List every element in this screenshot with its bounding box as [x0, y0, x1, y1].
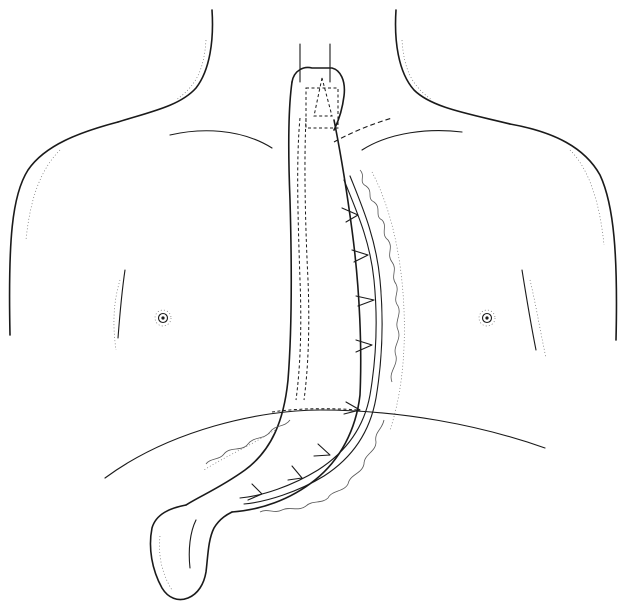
left-shoulder-outline: [10, 122, 118, 335]
left-nipple: [155, 310, 171, 326]
neck-outline-right: [396, 10, 510, 124]
clavicle-left: [170, 131, 272, 148]
right-axillary-shading: [530, 280, 546, 358]
neck-shading-right: [402, 40, 432, 100]
right-shoulder-shading: [570, 150, 604, 245]
gastric-conduit-inner-dashed-2: [304, 118, 309, 400]
neck-shading-left: [176, 40, 206, 100]
clavicle-right: [362, 131, 462, 150]
omentum-fringe-lower: [260, 420, 384, 512]
gastric-conduit-inner-dashed: [296, 118, 301, 400]
right-nipple: [479, 310, 495, 326]
omentum-left-fringe: [206, 420, 290, 464]
anastomosis-box-dashed: [306, 88, 338, 128]
duodenum-inner: [189, 520, 196, 568]
duodenum-shading: [160, 536, 173, 590]
left-shoulder-shading: [26, 150, 60, 240]
gastric-conduit-right-wall: [232, 120, 361, 512]
clavicle-dashed-incision: [334, 118, 392, 142]
neck-outline-left: [118, 10, 212, 122]
left-axillary-fold: [118, 270, 125, 338]
right-shoulder-outline: [510, 124, 616, 340]
left-axillary-shading: [114, 280, 120, 350]
staple-triangle: [314, 78, 332, 116]
duodenum-outline: [150, 505, 232, 600]
gastric-conduit-left-wall: [186, 82, 292, 505]
right-axillary-fold: [522, 270, 536, 350]
diaphragm-line: [105, 410, 545, 478]
